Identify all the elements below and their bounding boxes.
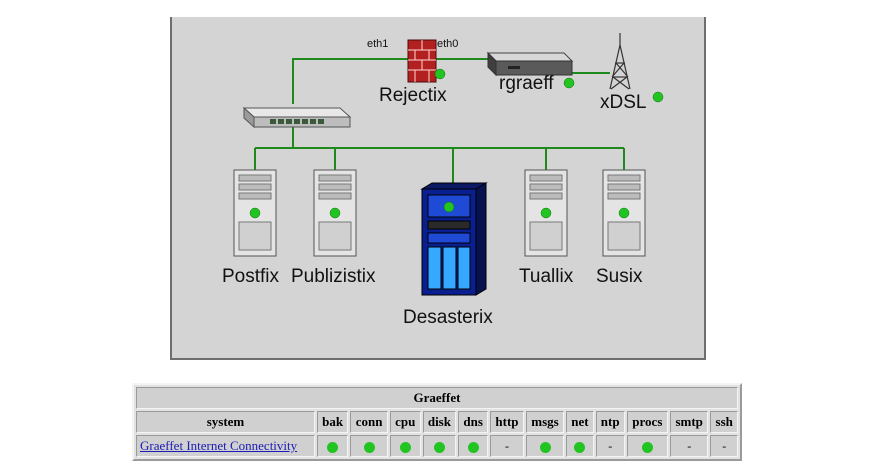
status-dot-publizistix	[329, 207, 341, 219]
router-icon[interactable]	[486, 51, 574, 77]
status-cell-cpu[interactable]	[389, 435, 421, 457]
column-header-ntp[interactable]: ntp	[595, 411, 625, 433]
antenna-icon[interactable]	[609, 33, 631, 90]
status-dot-xdsl	[652, 91, 664, 103]
green-status-icon[interactable]	[539, 441, 551, 453]
column-header-net[interactable]: net	[566, 411, 594, 433]
status-cell-ntp: -	[595, 435, 625, 457]
server-icon-susix[interactable]	[602, 169, 646, 257]
firewall-icon[interactable]	[407, 39, 437, 83]
node-label-xdsl[interactable]: xDSL	[600, 92, 647, 113]
group-header-row: Graeffet	[136, 387, 738, 409]
interface-label-eth1: eth1	[367, 38, 389, 50]
column-header-http[interactable]: http	[490, 411, 524, 433]
node-label-susix[interactable]: Susix	[596, 266, 643, 287]
status-cell-procs[interactable]	[626, 435, 668, 457]
no-data-dash: -	[504, 439, 509, 453]
status-cell-disk[interactable]	[422, 435, 457, 457]
green-status-icon[interactable]	[641, 441, 653, 453]
status-dot-postfix	[249, 207, 261, 219]
node-label-desasterix[interactable]: Desasterix	[403, 307, 493, 328]
group-title: Graeffet	[136, 387, 738, 409]
green-status-icon[interactable]	[363, 441, 375, 453]
node-label-publizistix[interactable]: Publizistix	[291, 266, 376, 287]
green-status-icon[interactable]	[574, 441, 586, 453]
switch-icon[interactable]	[242, 106, 352, 129]
status-cell-ssh: -	[710, 435, 738, 457]
status-cell-smtp: -	[670, 435, 709, 457]
column-header-msgs[interactable]: msgs	[525, 411, 565, 433]
status-cell-msgs[interactable]	[525, 435, 565, 457]
status-dot-desasterix	[443, 201, 455, 213]
status-cell-bak[interactable]	[316, 435, 349, 457]
status-cell-dns[interactable]	[458, 435, 489, 457]
no-data-dash: -	[608, 439, 613, 453]
status-dot-tuallix	[540, 207, 552, 219]
network-map-graphics	[233, 33, 664, 296]
green-status-icon[interactable]	[467, 441, 479, 453]
status-table-body: Graeffet Internet Connectivity - - - -	[136, 435, 738, 457]
no-data-dash: -	[722, 439, 727, 453]
host-link[interactable]: Graeffet Internet Connectivity	[140, 438, 298, 453]
network-map: eth1 eth0 Rejectix rgraeff xDSL Postfix …	[170, 17, 706, 360]
status-dot-rejectix	[434, 68, 446, 80]
link-switch-firewall	[292, 58, 410, 104]
column-header-ssh[interactable]: ssh	[710, 411, 738, 433]
host-cell: Graeffet Internet Connectivity	[136, 435, 315, 457]
status-indicators	[249, 68, 664, 219]
table-row: Graeffet Internet Connectivity - - - -	[136, 435, 738, 457]
column-header-dns[interactable]: dns	[458, 411, 489, 433]
no-data-dash: -	[687, 439, 692, 453]
interface-label-eth0: eth0	[437, 38, 459, 50]
column-header-conn[interactable]: conn	[350, 411, 388, 433]
green-status-icon[interactable]	[433, 441, 445, 453]
green-status-icon[interactable]	[327, 441, 339, 453]
node-label-tuallix[interactable]: Tuallix	[519, 266, 574, 287]
column-header-smtp[interactable]: smtp	[670, 411, 709, 433]
node-label-rgraeff[interactable]: rgraeff	[499, 73, 554, 94]
node-label-rejectix[interactable]: Rejectix	[379, 85, 447, 106]
column-header-bak[interactable]: bak	[316, 411, 349, 433]
status-cell-net[interactable]	[566, 435, 594, 457]
host-column-header: system	[136, 411, 315, 433]
status-cell-http: -	[490, 435, 524, 457]
column-header-cpu[interactable]: cpu	[389, 411, 421, 433]
column-header-procs[interactable]: procs	[626, 411, 668, 433]
status-dot-rgraeff	[563, 77, 575, 89]
top-bar	[0, 0, 881, 17]
column-header-disk[interactable]: disk	[422, 411, 457, 433]
node-label-postfix[interactable]: Postfix	[222, 266, 280, 287]
status-dot-susix	[618, 207, 630, 219]
status-cell-conn[interactable]	[350, 435, 388, 457]
green-status-icon[interactable]	[399, 441, 411, 453]
server-icon-desasterix[interactable]	[420, 182, 488, 296]
